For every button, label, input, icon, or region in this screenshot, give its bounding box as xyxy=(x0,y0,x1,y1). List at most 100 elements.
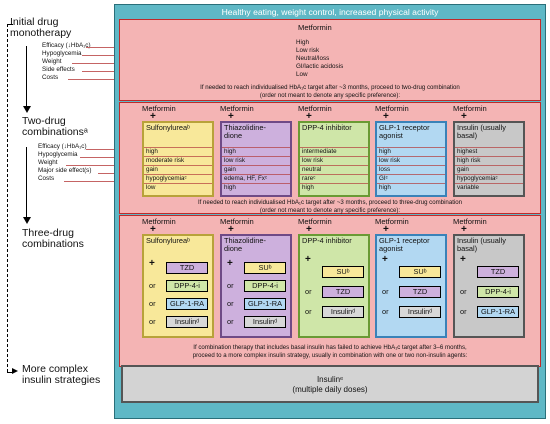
drug-option-box: GLP-1-RA xyxy=(166,298,208,310)
or-label: or xyxy=(149,299,156,308)
flow-arrow-icon xyxy=(12,368,18,374)
plus-sign: + xyxy=(383,111,389,122)
monotherapy-box: Metformin High Low risk Neutral/loss GI/… xyxy=(119,19,541,101)
row-label: Hypoglycemia xyxy=(38,151,78,158)
drug-option-box: DPP-4-i xyxy=(166,280,208,292)
row-label: Side effects xyxy=(42,66,75,73)
plus-sign: + xyxy=(460,254,466,265)
leader-line xyxy=(80,157,142,158)
flow-dashed-line xyxy=(7,24,8,372)
plus-sign: + xyxy=(149,258,155,269)
drug-option-box: TZD xyxy=(399,286,441,298)
arrow-line-2 xyxy=(26,147,27,219)
column-title: Insulin (usually basal) xyxy=(457,236,506,254)
column-value: gain xyxy=(222,165,290,174)
plus-sign: + xyxy=(228,224,234,235)
mono-value: GI/lactic acidosis xyxy=(296,63,344,70)
column-value: high xyxy=(300,183,368,192)
plus-sign: + xyxy=(305,254,311,265)
column-value: edema, HF, Fxᶜ xyxy=(222,174,290,183)
note-two-drug: If needed to reach individualised HbA₁c … xyxy=(120,84,540,99)
or-label: or xyxy=(149,281,156,290)
drug-option-box: SUᵇ xyxy=(244,262,286,274)
note-line: (order not meant to denote any specific … xyxy=(259,206,401,214)
stage-initial-label: Initial drug monotherapy xyxy=(10,17,71,39)
drug-option-box: TZD xyxy=(166,262,208,274)
column-title: Sulfonylureaᵇ xyxy=(146,123,190,132)
or-label: or xyxy=(305,307,312,316)
complex-insulin-box: Insulinᵉ (multiple daily doses) xyxy=(121,365,539,403)
or-label: or xyxy=(460,307,467,316)
drug-option-box: DPP-4-i xyxy=(244,280,286,292)
stage-three-line2: combinations xyxy=(22,238,84,250)
plus-sign: + xyxy=(461,111,467,122)
note-three-drug: If needed to reach individualised HbA₁c … xyxy=(120,199,540,214)
column-title: Thiazolidine- dione xyxy=(224,236,266,254)
column-value: gain xyxy=(144,165,212,174)
row-label: Major side effect(s) xyxy=(38,167,92,174)
metformin-label: Metformin xyxy=(298,104,332,113)
or-label: or xyxy=(460,287,467,296)
drug-option-box: DPP-4-i xyxy=(477,286,519,298)
plus-sign: + xyxy=(382,254,388,265)
plus-sign: + xyxy=(306,224,312,235)
stage-three-line1: Three-drug xyxy=(22,227,74,239)
plus-sign: + xyxy=(228,111,234,122)
column-title: DPP-4 inhibitor xyxy=(302,236,352,245)
mono-title: Metformin xyxy=(298,23,332,32)
stage-initial-line2: monotherapy xyxy=(10,27,72,39)
column-value: high xyxy=(222,183,290,192)
stage-initial-line1: Initial drug xyxy=(10,16,59,28)
stage-two-line2: combinationsᵃ xyxy=(22,126,88,138)
plus-sign: + xyxy=(150,111,156,122)
column-value: rareᶜ xyxy=(300,174,368,183)
column-value: gain xyxy=(455,165,523,174)
plus-sign: + xyxy=(306,111,312,122)
column-title: GLP-1 receptor agonist xyxy=(379,123,430,141)
metformin-label: Metformin xyxy=(142,104,176,113)
column-value: neutral xyxy=(300,165,368,174)
drug-option-box: Insulinᵈ xyxy=(166,316,208,328)
metformin-label: Metformin xyxy=(453,104,487,113)
down-arrow-icon xyxy=(22,217,31,224)
stage-two-drug-label: Two-drug combinationsᵃ xyxy=(22,116,88,138)
or-label: or xyxy=(305,287,312,296)
stage-complex-label: More complex insulin strategies xyxy=(22,364,100,386)
drug-option-box: Insulinᵈ xyxy=(322,306,364,318)
plus-sign: + xyxy=(150,224,156,235)
metformin-label: Metformin xyxy=(142,217,176,226)
metformin-label: Metformin xyxy=(453,217,487,226)
two-drug-row-labels: Efficacy (↓HbA₁c) Hypoglycemia Weight Ma… xyxy=(38,143,91,183)
or-label: or xyxy=(382,307,389,316)
metformin-label: Metformin xyxy=(298,217,332,226)
column-value: high xyxy=(222,147,290,156)
mono-row-labels: Efficacy (↓HbA₁c) Hypoglycemia Weight Si… xyxy=(42,42,91,82)
note-line: (order not meant to denote any specific … xyxy=(259,91,401,99)
drug-option-box: Insulinᵈ xyxy=(399,306,441,318)
final-insulin-title: Insulinᵉ xyxy=(316,375,344,384)
stage-complex-line1: More complex xyxy=(22,363,88,375)
plus-sign: + xyxy=(461,224,467,235)
mono-value: Neutral/loss xyxy=(296,55,330,62)
metformin-label: Metformin xyxy=(375,104,409,113)
header-title: Healthy eating, weight control, increase… xyxy=(221,7,439,17)
note-line: If needed to reach individualised HbA₁c … xyxy=(200,84,460,91)
drug-option-box: SUᵇ xyxy=(322,266,364,278)
column-value: high xyxy=(377,183,445,192)
row-label: Efficacy (↓HbA₁c) xyxy=(38,143,87,150)
leader-line xyxy=(66,165,142,166)
column-value: low risk xyxy=(222,156,290,165)
stage-complex-line2: insulin strategies xyxy=(22,374,101,386)
mono-value: Low risk xyxy=(296,47,320,54)
drug-option-box: SUᵇ xyxy=(399,266,441,278)
or-label: or xyxy=(227,317,234,326)
column-value: intermediate xyxy=(300,147,368,156)
